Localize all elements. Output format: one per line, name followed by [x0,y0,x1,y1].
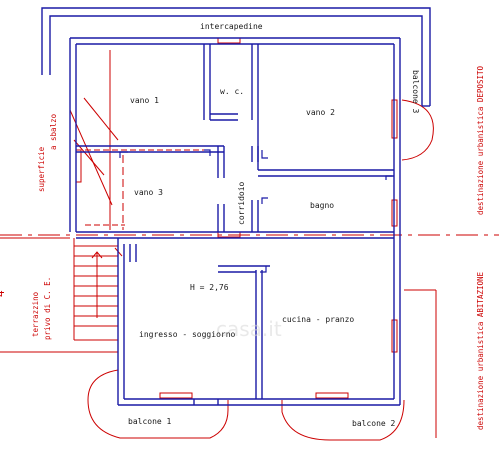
room-label-corridoio: corridoio [237,181,246,225]
height-label: H = 2,76 [190,283,229,292]
room-label-cucina-pranzo: cucina - pranzo [282,315,354,324]
room-label-vano-1: vano 1 [130,96,159,105]
step-number: 4 [0,290,7,297]
room-label-bagno: bagno [310,201,334,210]
label-terrazzino: terrazzino [31,291,40,337]
label-superficie: superficie [37,146,46,192]
room-label-vano-3: vano 3 [134,188,163,197]
room-label-vano-2: vano 2 [306,108,335,117]
watermark: casa.it [216,317,282,341]
label-balcone-3: balcone 3 [411,70,420,114]
walls [41,7,431,406]
label-balcone-2: balcone 2 [352,419,396,428]
room-label-wc: w. c. [220,87,244,96]
label-balcone-1: balcone 1 [128,417,172,426]
annotation-labels: intercapedine balcone 3 balcone 1 balcon… [0,22,485,430]
room-label-ingresso-soggiorno: ingresso - soggiorno [139,330,236,339]
annotation-lines [0,37,499,441]
label-destinazione-abitazione: destinazione urbanistica ABITAZIONE [476,271,485,430]
label-intercapedine: intercapedine [200,22,263,31]
label-destinazione-deposito: destinazione urbanistica DEPOSITO [476,66,485,215]
room-labels: vano 1 w. c. vano 2 vano 3 bagno corrido… [130,87,354,339]
door-marks [119,149,392,273]
label-privo-ce: privo di C. E. [43,277,52,340]
label-a-sbalzo: a sbalzo [49,113,58,150]
